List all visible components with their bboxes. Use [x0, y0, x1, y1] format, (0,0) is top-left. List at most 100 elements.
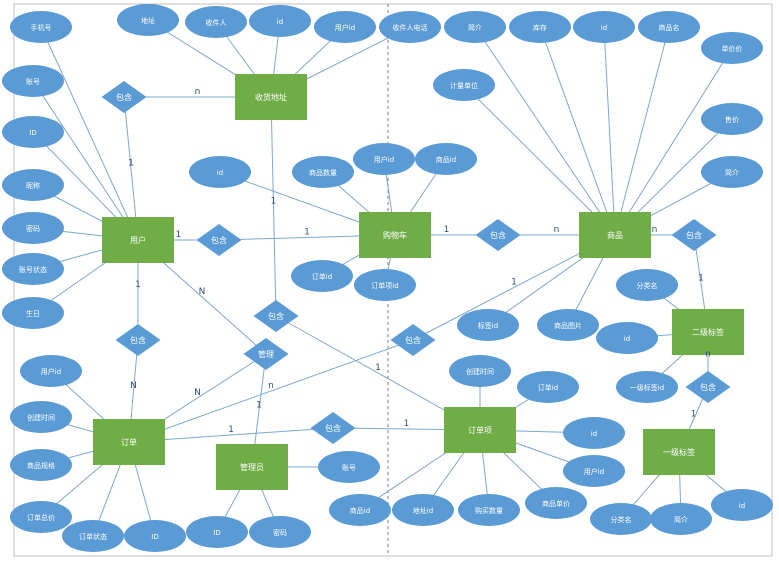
attribute-a3: 收件人 [185, 6, 247, 38]
attribute-shape [596, 322, 658, 354]
attribute-shape [457, 309, 519, 341]
attribute-a28: 标签id [457, 309, 519, 341]
attribute-label: ID [213, 529, 220, 537]
relation-shape [685, 371, 731, 403]
attribute-shape [186, 516, 248, 548]
attribute-a44: 商品单价 [525, 487, 587, 519]
cardinality-label: n [195, 87, 201, 97]
attribute-a7: 简介 [444, 11, 506, 43]
attribute-label: 计量单位 [450, 81, 478, 90]
attribute-shape [509, 11, 571, 43]
attribute-a36: id [563, 417, 625, 449]
attribute-shape [354, 269, 416, 301]
attribute-label: 库存 [533, 23, 547, 32]
attribute-a25: 订单项id [354, 269, 416, 301]
relation-r10: 包含 [390, 324, 436, 356]
attribute-a46: 订单状态 [62, 520, 124, 552]
relation-label: 包含 [490, 230, 506, 240]
attribute-label: 用户id [335, 23, 355, 32]
attribute-a31: 用户id [20, 355, 82, 387]
attribute-label: 收件人 [206, 18, 227, 27]
nodes-layer: 收货地址用户购物车商品二级标签订单管理员订单项一级标签包含包含包含包含包含包含包… [2, 4, 773, 552]
entity-e_tag1: 一级标签 [643, 429, 715, 475]
attribute-shape [2, 212, 64, 244]
attribute-shape [573, 11, 635, 43]
cardinality-label: 1 [135, 280, 141, 290]
attribute-a45: id [711, 489, 773, 521]
attribute-shape [10, 449, 72, 481]
cardinality-label: 1 [511, 278, 517, 288]
attribute-a8: 库存 [509, 11, 571, 43]
attribute-label: id [591, 430, 597, 438]
attribute-a27: 生日 [2, 297, 64, 329]
attribute-a1: 手机号 [10, 11, 72, 43]
attribute-label: ID [151, 533, 158, 541]
attribute-label: 简介 [674, 515, 688, 524]
attribute-label: 昵称 [26, 181, 40, 190]
relation-r6: 包含 [115, 324, 161, 356]
attribute-label: 商品名 [659, 23, 680, 32]
attribute-label: id [277, 18, 283, 26]
attribute-shape [10, 501, 72, 533]
attribute-label: 订单状态 [79, 532, 107, 541]
entity-label: 管理员 [240, 462, 264, 472]
edge-r10-e_order [128, 339, 414, 443]
attribute-label: id [624, 335, 630, 343]
edge-r1-e_user [123, 96, 139, 241]
attribute-shape [590, 503, 652, 535]
attribute-label: 订单id [538, 383, 558, 392]
edge-a7-e_goods [474, 26, 616, 236]
attribute-a37: 商品规格 [10, 449, 72, 481]
edge-a11-e_goods [614, 47, 733, 236]
cardinality-label: N [194, 388, 201, 398]
entity-shape [216, 444, 288, 490]
attribute-shape [292, 156, 354, 188]
attribute-shape [616, 269, 678, 301]
attribute-label: id [601, 24, 607, 32]
entity-shape [235, 74, 307, 120]
attribute-label: 商品id [436, 155, 456, 164]
cardinality-label: N [199, 287, 206, 297]
cardinality-label: n [652, 225, 658, 235]
attribute-a5: 用户id [314, 11, 376, 43]
edge-a1-e_user [40, 26, 139, 241]
attribute-shape [563, 417, 625, 449]
attribute-label: 订单总价 [27, 513, 55, 522]
cardinality-label: n [705, 350, 711, 360]
attribute-shape [314, 11, 376, 43]
entity-e_goods: 商品 [579, 212, 651, 258]
attribute-label: 简介 [468, 23, 482, 32]
attribute-a40: 订单总价 [10, 501, 72, 533]
edge-a13-e_goods [463, 84, 616, 236]
attribute-label: 账号 [26, 77, 40, 86]
attribute-a15: 售价 [701, 103, 763, 135]
attribute-a49: 密码 [249, 516, 311, 548]
relation-shape [115, 324, 161, 356]
attribute-a9: id [573, 11, 635, 43]
attribute-label: id [739, 502, 745, 510]
relation-shape [390, 324, 436, 356]
attribute-label: 分类名 [611, 515, 632, 524]
attribute-shape [249, 516, 311, 548]
attribute-label: 一级标签id [630, 383, 664, 392]
attribute-a12: 账号 [2, 65, 64, 97]
attribute-label: 手机号 [31, 23, 52, 32]
attribute-a10: 商品名 [638, 11, 700, 43]
attribute-label: 账号 [342, 463, 356, 472]
relation-shape [243, 338, 289, 370]
attribute-shape [353, 143, 415, 175]
entity-e_order: 订单 [93, 419, 165, 465]
attribute-shape [449, 355, 511, 387]
attribute-a29: 商品图片 [537, 309, 599, 341]
attribute-shape [124, 520, 186, 552]
cardinality-label: n [268, 381, 274, 391]
cardinality-label: 1 [304, 228, 310, 238]
attribute-label: 单价价 [722, 44, 743, 53]
cardinality-label: n [554, 225, 560, 235]
attribute-a20: 昵称 [2, 169, 64, 201]
cardinality-label: N [130, 381, 137, 391]
cardinality-label: 1 [176, 230, 182, 240]
edge-a8-e_goods [539, 26, 616, 236]
attribute-label: 密码 [26, 224, 40, 233]
attribute-shape [2, 169, 64, 201]
